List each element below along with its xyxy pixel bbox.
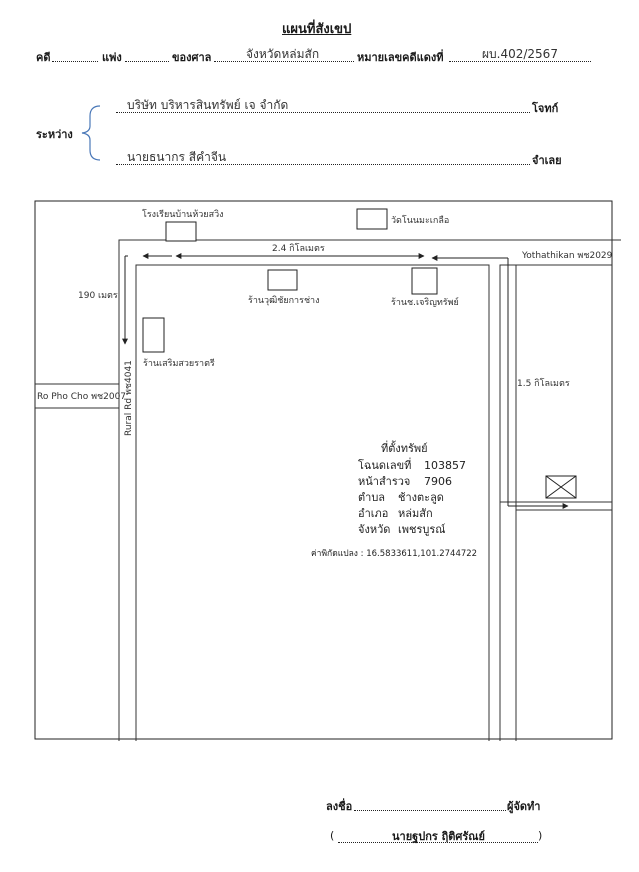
survey-label: หน้าสำรวจ [358,475,410,488]
case-label: คดี [36,51,51,64]
survey-value: 7906 [424,475,452,488]
shop-1-label: ร้านวุฒิชัยการช่าง [248,295,320,306]
plaintiff-name: บริษัท บริหารสินทรัพย์ เจ จำกัด [127,98,289,112]
plaintiff-dots [116,112,530,113]
district-value: หล่มสัก [398,507,433,520]
defendant-role: จำเลย [532,154,562,167]
defendant-name: นายธนากร สีคำจีน [127,150,227,164]
red-number: ผบ.402/2567 [482,47,558,61]
open-paren: ( [330,829,335,842]
road-vertical-label: Rural Rd พช4041 [124,360,134,436]
coordinates-label: ค่าพิกัดแปลง : 16.5833611,101.2744722 [311,549,477,559]
court-label: ของศาล [172,51,212,64]
distance-left-label: 190 เมตร [78,291,118,301]
between-label: ระหว่าง [36,128,73,141]
district-label: อำเภอ [358,507,388,520]
road-left-label: Ro Pho Cho พช2007 [37,392,126,402]
province-label: จังหวัด [358,523,390,536]
red-number-label: หมายเลขคดีแดงที่ [357,51,444,64]
court-dots [214,61,354,62]
map-border [34,200,613,740]
school-building [165,221,197,242]
province-value: เพชรบูรณ์ [398,523,445,536]
temple-label: วัดโนนมะเกลือ [391,215,449,226]
case-label-dots [52,61,98,62]
close-paren: ) [538,829,543,842]
shop-3-label: ร้านเสริมสวยราตรี [143,358,215,369]
court-name: จังหวัดหล่มสัก [246,47,320,61]
distance-top-label: 2.4 กิโลเมตร [272,243,325,254]
temple-building [356,208,388,230]
school-label: โรงเรียนบ้านห้วยสวิง [142,209,224,220]
maker-label: ผู้จัดทำ [507,800,541,813]
maker-name: นายฐปกร ฤิติศรัณย์ [392,830,485,843]
property-heading: ที่ตั้งทรัพย์ [381,440,428,455]
defendant-dots [116,164,530,165]
road-lines [35,239,621,741]
subdistrict-value: ช้างตะลูด [398,491,444,504]
deed-value: 103857 [424,459,466,472]
sign-label: ลงชื่อ [326,800,353,813]
distance-right-label: 1.5 กิโลเมตร [517,378,570,389]
property-marker-icon [545,475,577,499]
brace-icon [81,105,101,161]
name-dots [338,842,538,843]
road-right-label: Yothathikan พช2029 [521,251,613,261]
shop-2-building [411,267,438,295]
shop-3-building [142,317,165,353]
page-title: แผนที่สังเขป [282,22,352,37]
shop-2-label: ร้านช.เจริญทรัพย์ [391,296,459,308]
case-type-dots [125,61,169,62]
plaintiff-role: โจทก์ [532,102,559,115]
deed-label: โฉนดเลขที่ [358,457,411,472]
subdistrict-label: ตำบล [358,491,385,504]
shop-1-building [267,269,298,291]
red-number-dots [449,61,591,62]
case-type: แพ่ง [102,51,122,64]
sign-dots [354,810,506,811]
